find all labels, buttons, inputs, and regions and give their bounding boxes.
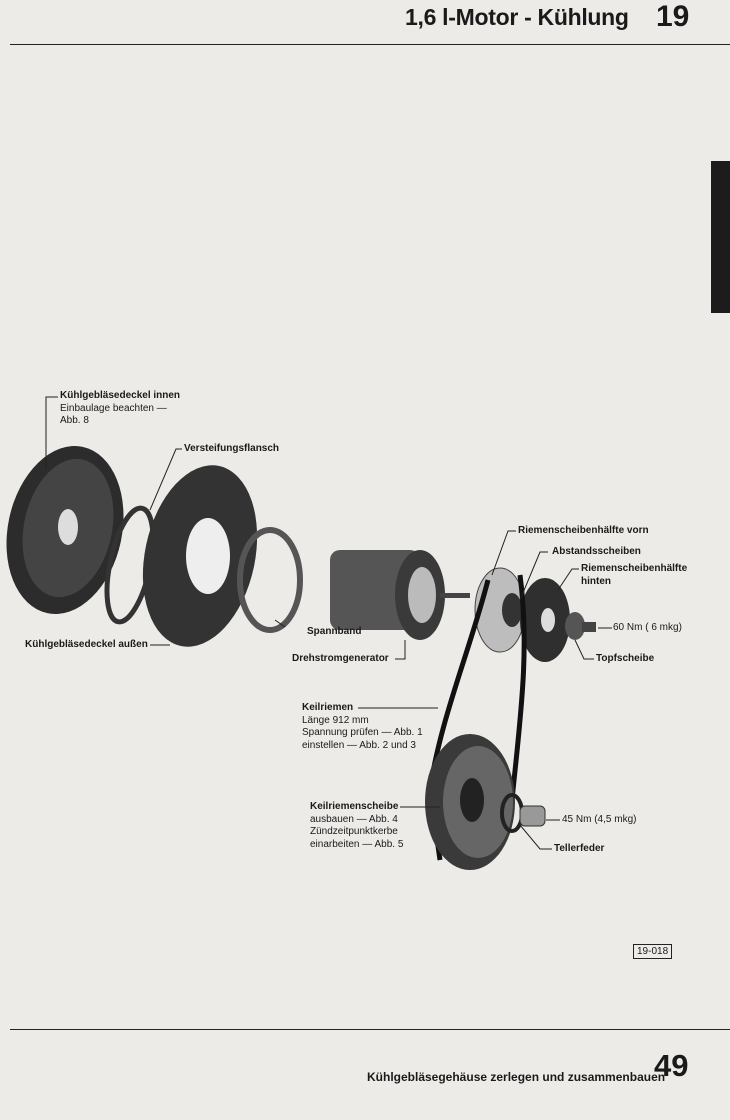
alternator-part — [330, 550, 470, 640]
label-crank-pulley: Keilriemenscheibe ausbauen — Abb. 4 Zünd… — [310, 801, 404, 850]
label-outer-cover: Kühlgebläsedeckel außen — [25, 639, 148, 650]
label-spacer-washers: Abstandsscheiben — [552, 546, 641, 557]
label-cup-washer: Topfscheibe — [596, 653, 655, 664]
page-title: 1,6 l-Motor - Kühlung — [405, 4, 629, 30]
crank-pulley-part — [425, 734, 515, 870]
page-number: 49 — [654, 1048, 689, 1083]
label-clamp-band: Spannband — [307, 626, 362, 637]
footer-text: Kühlgebläsegehäuse zerlegen und zusammen… — [367, 1070, 666, 1084]
label-torque-60: 60 Nm ( 6 mkg) — [613, 622, 682, 633]
outer-cover-part — [142, 465, 258, 647]
figure-number: 19-018 — [633, 944, 673, 959]
label-alternator: Drehstromgenerator — [292, 653, 389, 664]
label-torque-45: 45 Nm (4,5 mkg) — [562, 814, 637, 825]
label-front-pulley-half: Riemenscheibenhälfte vorn — [518, 525, 649, 536]
header-rule — [10, 44, 730, 45]
label-inner-cover: Kühlgebläsedeckel innen Einbaulage beach… — [60, 390, 181, 426]
label-v-belt: Keilriemen Länge 912 mm Spannung prüfen … — [302, 702, 423, 751]
section-thumb-tab — [711, 161, 730, 313]
label-stiffening-flange: Versteifungsflansch — [184, 443, 280, 454]
label-rear-pulley-half: Riemenscheibenhälfte hinten — [581, 563, 688, 587]
footer-rule — [10, 1029, 730, 1030]
inner-cover-part — [6, 446, 124, 614]
section-number: 19 — [656, 0, 690, 33]
label-spring-washer: Tellerfeder — [554, 843, 605, 854]
clamp-band-part — [237, 527, 303, 633]
